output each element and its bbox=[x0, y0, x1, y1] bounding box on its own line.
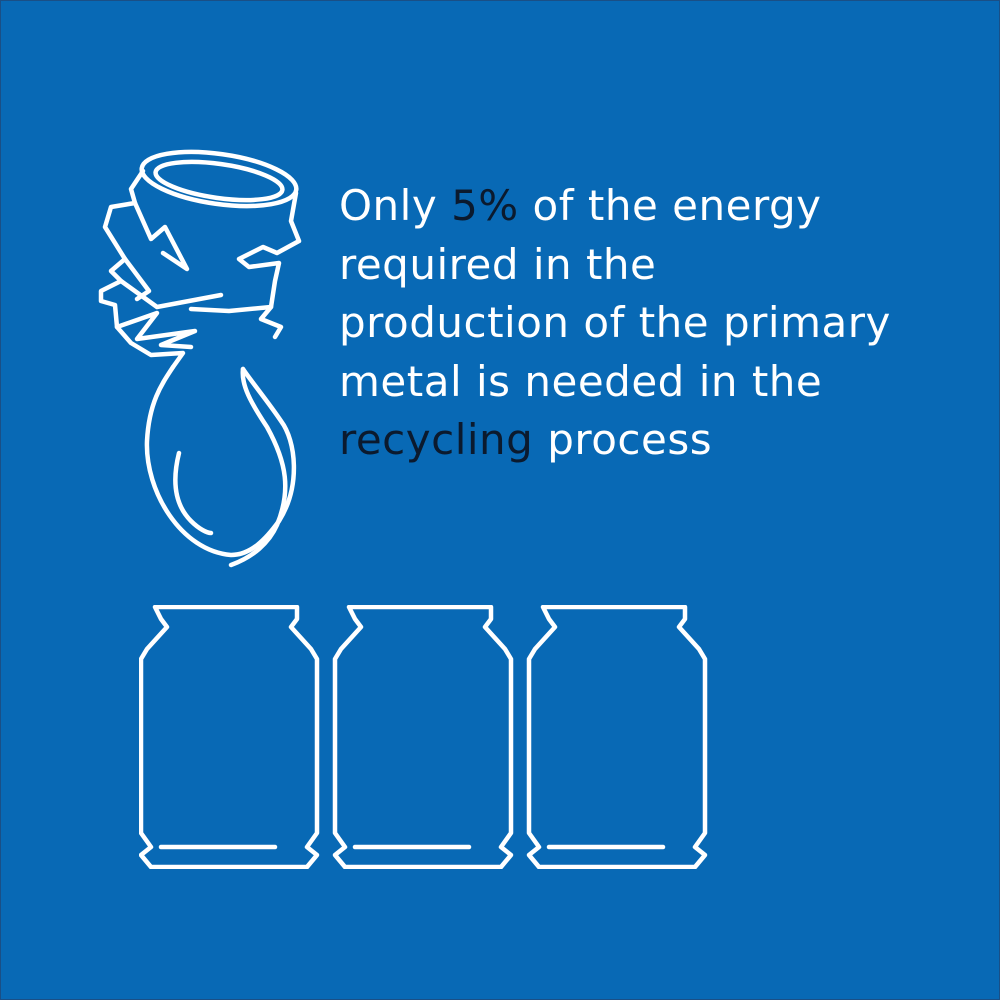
message-highlight-recycling: recycling bbox=[339, 415, 534, 464]
can-icon bbox=[141, 607, 317, 867]
can-icon bbox=[335, 607, 511, 867]
message-part-3: process bbox=[533, 415, 713, 464]
can-icon bbox=[529, 607, 705, 867]
message-part-1: Only bbox=[339, 181, 452, 230]
crushed-can-icon bbox=[98, 149, 302, 568]
message-part-2: of the energy required in the production… bbox=[339, 181, 891, 406]
cans-row bbox=[139, 605, 709, 869]
message-highlight-percent: 5% bbox=[451, 181, 519, 230]
energy-message: Only 5% of the energy required in the pr… bbox=[339, 177, 899, 470]
